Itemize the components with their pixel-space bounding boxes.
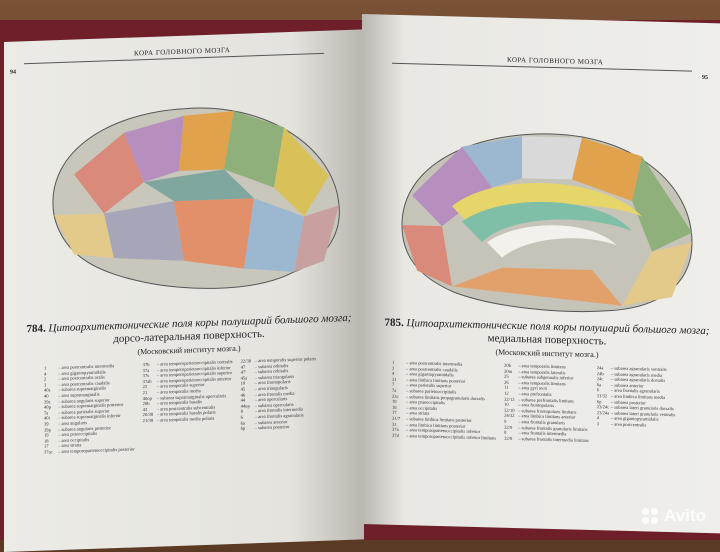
legend-column: 37b– area temporoparietooccipitalis cent… (143, 359, 233, 452)
legend-label: area temporalis media polaris (160, 415, 215, 423)
legend-code: 32/8 (504, 435, 513, 441)
avito-logo-icon (642, 508, 660, 524)
page-number: 94 (10, 69, 16, 76)
legend-code: 37ac (44, 449, 53, 455)
legend-entry: 32/8– subarea frontalis intermedia limit… (504, 435, 589, 443)
legend-label: area temporoparietooccipitalis inferior … (409, 432, 497, 441)
right-page: КОРА ГОЛОВНОГО МОЗГА 95 785. Цитоархитек… (362, 14, 720, 534)
legend-code: 37d (392, 432, 399, 438)
caption-source: (Московский институт мозга.) (137, 343, 241, 357)
watermark: Avito (642, 506, 706, 526)
left-page: КОРА ГОЛОВНОГО МОЗГА 94 784. Цитоархитек… (4, 29, 364, 552)
legend-entry: 3– area postcentralis (596, 421, 647, 428)
legend-entry: 6p– subarea posterior (240, 424, 290, 431)
watermark-text: Avito (664, 506, 706, 525)
caption-source: (Московский институт мозга.) (495, 347, 599, 360)
page-number: 95 (702, 74, 708, 82)
legend-label: subarea posterior (258, 424, 290, 431)
legend-label: area postcentralis (614, 421, 647, 428)
caption-subtitle: медиальная поверхность. (487, 332, 607, 348)
legend-code: 21/38 (142, 417, 154, 424)
page-header: КОРА ГОЛОВНОГО МОЗГА (507, 55, 604, 67)
figure-caption: 785. Цитоархитектонические поля коры пол… (382, 317, 712, 365)
legend-label: subarea frontalis intermedia limitans (521, 435, 589, 443)
figure-caption: 784. Цитоархитектонические поля коры пол… (24, 312, 354, 363)
brain-medial-illustration (401, 133, 693, 313)
legend-code: 6p (240, 425, 246, 431)
caption-number: 784. (26, 322, 46, 336)
brain-lateral-illustration (52, 107, 340, 289)
caption-number: 785. (384, 316, 404, 330)
legend-code: 3 (596, 421, 600, 427)
